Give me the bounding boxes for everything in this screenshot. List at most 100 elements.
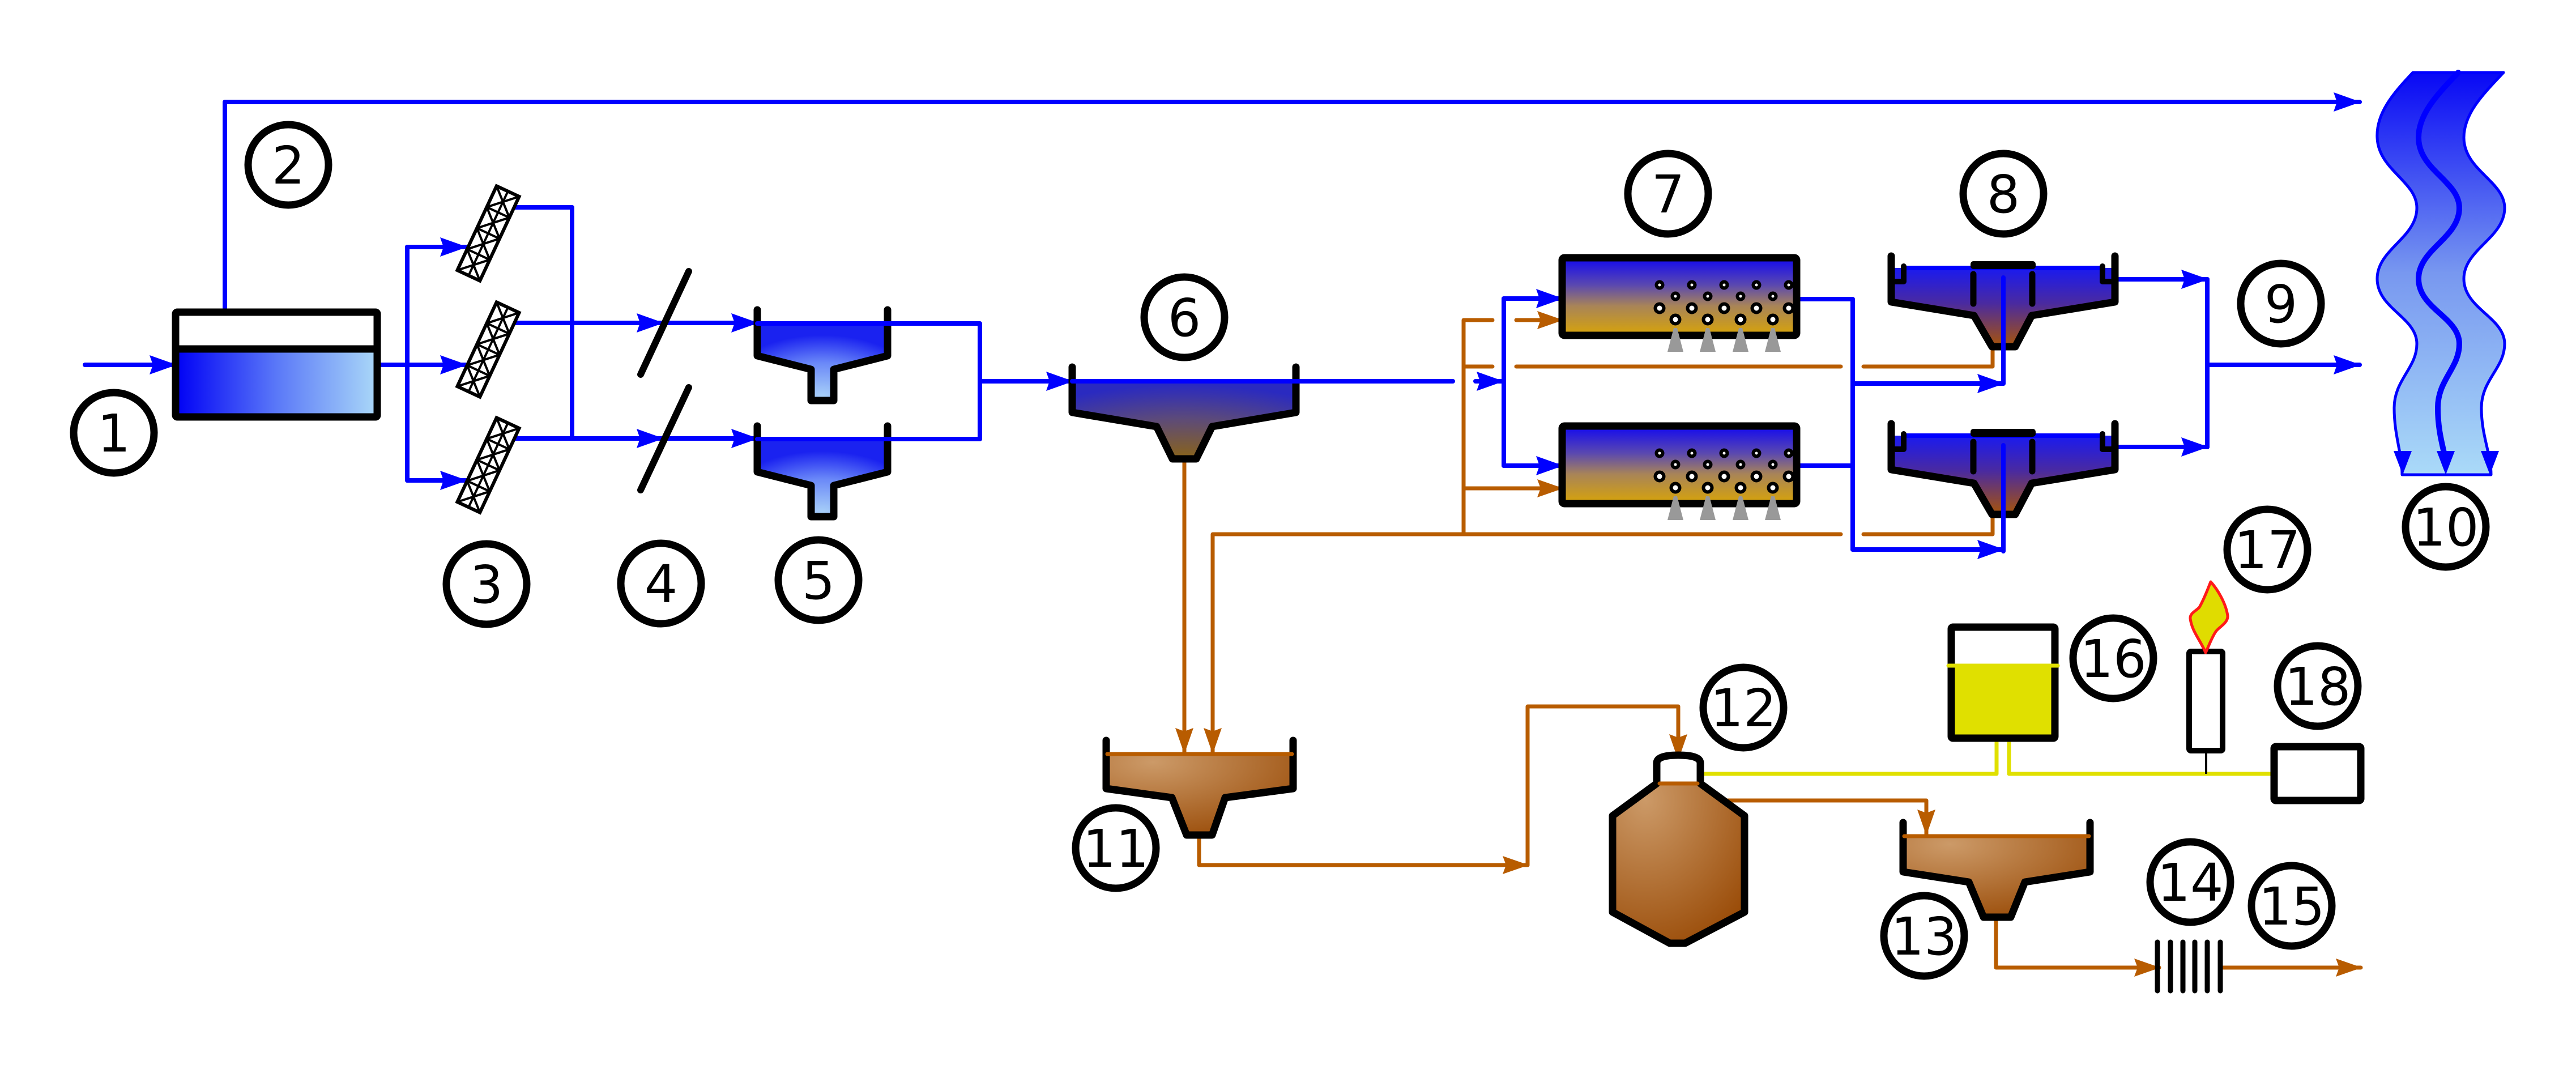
primary-settler [753, 306, 892, 404]
sludge-thickener [1102, 736, 1297, 839]
air-bubble [1767, 313, 1779, 326]
excess-sludge-pipe [1204, 532, 1843, 755]
callout-label: 18 [2284, 657, 2351, 717]
gas-pipes [1697, 736, 2276, 776]
callout-label: 7 [1652, 164, 1685, 225]
gas-holder-outline [1947, 623, 2059, 742]
biogas-pipe [1697, 736, 1999, 776]
settler-outline [753, 422, 892, 521]
air-bubble [1751, 280, 1762, 290]
callout-label: 8 [1987, 164, 2020, 225]
secondary-settler [1887, 252, 2119, 386]
waste-sludge-pipe [1861, 344, 1995, 369]
callout-17: 17 [2223, 505, 2311, 594]
air-bubble [1669, 313, 1682, 326]
effluent-launder [1888, 263, 1907, 284]
callout-label: 9 [2264, 274, 2298, 335]
air-diffusers [1667, 496, 1781, 520]
air-bubble [1734, 482, 1747, 494]
return-sludge-riser [1461, 318, 1495, 536]
callout-label: 3 [470, 555, 504, 615]
center-well-cap [1971, 261, 2036, 269]
air-diffusers [1667, 328, 1781, 352]
callout-18: 18 [2274, 642, 2362, 730]
flare-stack [2186, 649, 2225, 753]
callout-5: 5 [774, 536, 863, 624]
callout-16: 16 [2069, 614, 2157, 702]
callout-label: 17 [2234, 520, 2300, 581]
air-bubbles [1653, 448, 1795, 494]
air-bubble [1686, 470, 1698, 483]
air-diffuser [1700, 328, 1716, 352]
screen-mesh [457, 301, 520, 398]
air-bubble [1653, 470, 1666, 483]
primary-settler [753, 422, 892, 521]
clarifier-outline [1068, 363, 1300, 463]
air-bubble [1782, 302, 1795, 314]
air-bubble [1703, 291, 1713, 301]
dewatering-feed-pipe [1994, 915, 2161, 977]
air-bubble [1751, 448, 1762, 458]
callout-7: 7 [1624, 150, 1712, 238]
waste-sludge-pipe [1861, 512, 1995, 536]
secondary-settler [1887, 420, 2119, 553]
dewatering-plates [2155, 939, 2223, 994]
callout-6: 6 [1140, 273, 1229, 361]
primary-settler-overflow-pipe [755, 321, 982, 441]
aeration-outlet-pipe [1794, 297, 1855, 552]
thickener-sludge [1903, 836, 2090, 917]
callout-2: 2 [244, 121, 332, 209]
grit-removal [637, 268, 692, 493]
thickened-sludge-pipe [1197, 833, 1530, 874]
air-bubble [1767, 482, 1779, 494]
air-bubble [1784, 280, 1794, 290]
callout-12: 12 [1699, 663, 1788, 752]
gas-flare [2186, 580, 2229, 753]
receiving-chamber [172, 308, 381, 421]
gas-holder [1946, 623, 2060, 742]
air-bubble [1718, 470, 1730, 483]
river-flow-arrow-icon [2437, 451, 2455, 475]
air-bubble [1703, 459, 1713, 470]
callout-label: 10 [2412, 497, 2479, 558]
chamber-water [176, 349, 377, 417]
air-bubble [1782, 470, 1795, 483]
callout-label: 12 [1710, 678, 1776, 739]
air-bubble [1670, 459, 1681, 470]
river-body [2375, 71, 2506, 476]
air-diffuser [1667, 496, 1683, 520]
settler-water [757, 323, 888, 401]
callouts: 1 2 3 4 5 6 7 8 9 10 11 12 13 14 15 16 1… [70, 121, 2490, 980]
river-flow-arrow-icon [2481, 451, 2499, 475]
screen-mesh [457, 185, 520, 282]
air-bubble [1686, 302, 1698, 314]
air-bubble [1654, 448, 1665, 458]
air-bubble [1735, 291, 1746, 301]
river-flow-arrow-icon [2394, 451, 2412, 475]
center-well-wall [1970, 438, 2036, 475]
screen-collector-pipe [510, 205, 574, 440]
air-bubble [1670, 291, 1681, 301]
center-well-wall [1970, 271, 2036, 307]
callout-label: 2 [272, 135, 305, 196]
callout-4: 4 [617, 539, 705, 628]
callout-1: 1 [70, 389, 158, 477]
air-diffuser [1733, 496, 1748, 520]
air-diffuser [1765, 496, 1781, 520]
air-bubbles [1653, 280, 1795, 326]
digester-body [1613, 783, 1745, 943]
chamber-outline [172, 308, 381, 421]
callout-13: 13 [1880, 892, 1968, 980]
primary-clarifier [1068, 363, 1300, 463]
air-diffuser [1733, 328, 1748, 352]
callout-label: 1 [97, 403, 131, 464]
callout-9: 9 [2237, 259, 2325, 348]
air-bubble [1734, 313, 1747, 326]
air-bubble [1701, 482, 1714, 494]
river-current-line [2415, 70, 2463, 467]
anaerobic-digester [1609, 751, 1748, 947]
effluent-launder [2100, 431, 2118, 452]
grit-separator [637, 384, 692, 493]
air-bubble [1750, 302, 1763, 314]
